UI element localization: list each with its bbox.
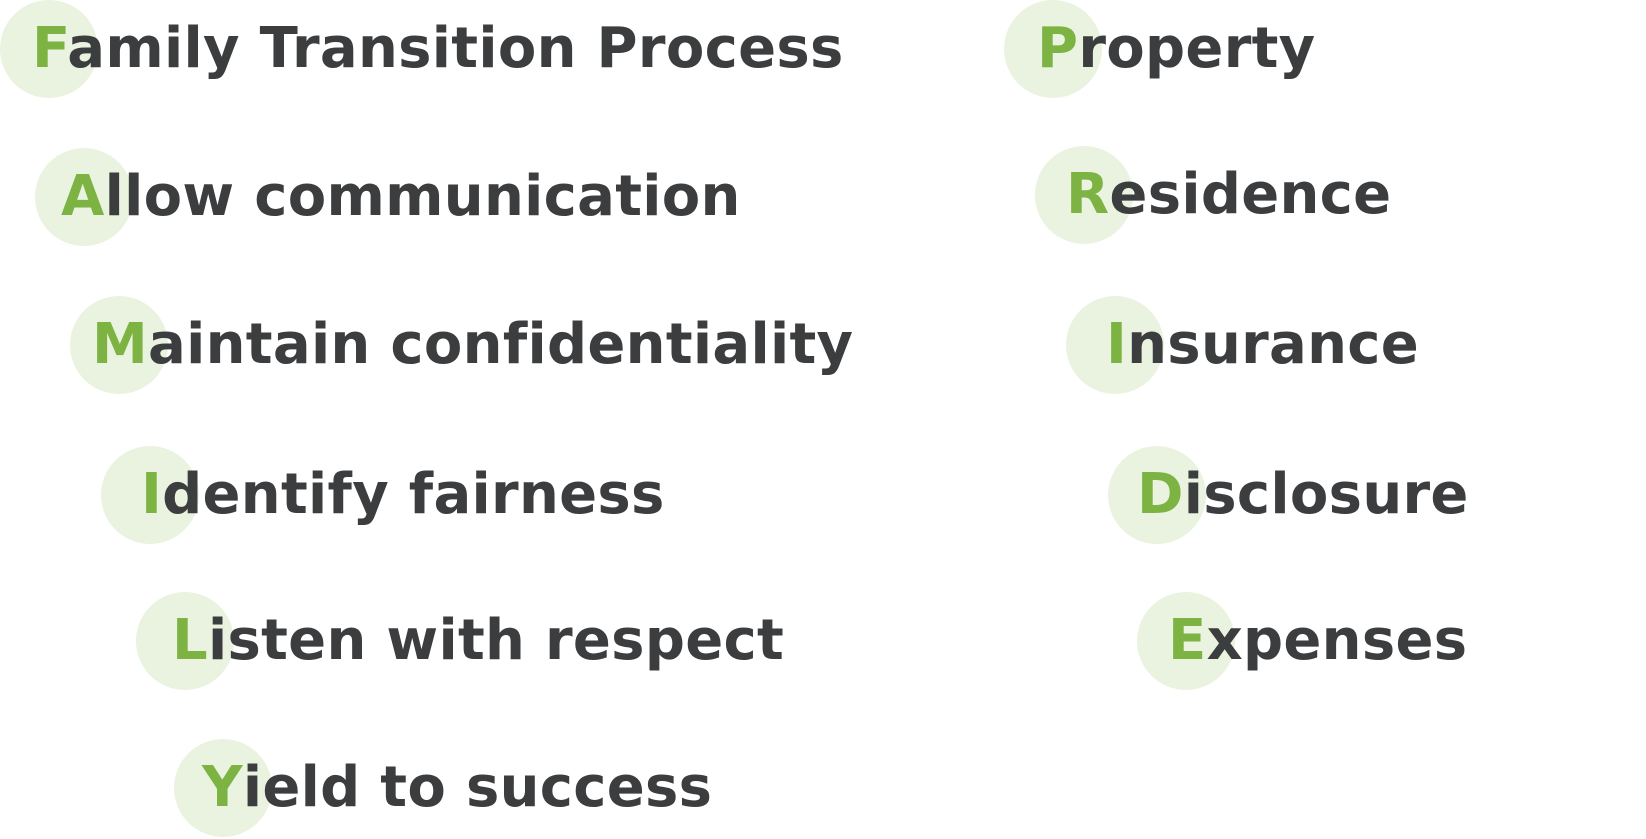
acrostic-initial: L [172, 607, 208, 673]
acrostic-initial: F [32, 15, 68, 81]
letter-circle [0, 0, 98, 98]
letter-circle [1108, 446, 1206, 544]
acrostic-rest: amily Transition Process [67, 15, 844, 81]
acrostic-initial: I [141, 461, 163, 527]
acrostic-initial: M [92, 311, 149, 377]
acrostic-rest: aintain confidentiality [148, 311, 854, 377]
acrostic-word: Family Transition Process [32, 20, 844, 77]
acrostic-word: Expenses [1168, 612, 1467, 669]
acrostic-rest: xpenses [1206, 607, 1468, 673]
acrostic-rest: isclosure [1183, 461, 1469, 527]
letter-circle [101, 446, 199, 544]
acrostic-word: Identify fairness [141, 466, 665, 523]
letter-circle [1137, 592, 1235, 690]
acrostic-word: Allow communication [61, 168, 741, 225]
letter-circle [1035, 146, 1133, 244]
acrostic-word: Property [1037, 20, 1316, 77]
acrostic-initial: R [1066, 161, 1110, 227]
acrostic-initial: A [61, 163, 105, 229]
letter-circle [1004, 0, 1102, 98]
acrostic-initial: I [1106, 311, 1128, 377]
acrostic-rest: isten with respect [207, 607, 785, 673]
acrostic-initial: Y [202, 754, 243, 820]
acrostic-rest: roperty [1078, 15, 1316, 81]
acrostic-word: Disclosure [1137, 466, 1469, 523]
acrostic-rest: ield to success [242, 754, 713, 820]
acrostic-word: Listen with respect [172, 612, 784, 669]
letter-circle [174, 739, 272, 837]
letter-circle [70, 296, 168, 394]
acrostic-word: Residence [1066, 166, 1391, 223]
acrostic-word: Insurance [1106, 316, 1419, 373]
letter-circle [1066, 296, 1164, 394]
acrostic-rest: nsurance [1127, 311, 1420, 377]
acrostic-rest: llow communication [104, 163, 741, 229]
letter-circle [35, 148, 133, 246]
acrostic-rest: esidence [1109, 161, 1392, 227]
acrostic-initial: E [1168, 607, 1207, 673]
acrostic-rest: dentify fairness [162, 461, 665, 527]
acrostic-word: Yield to success [202, 759, 712, 816]
acrostic-word: Maintain confidentiality [92, 316, 853, 373]
acrostic-initial: D [1137, 461, 1184, 527]
acrostic-initial: P [1037, 15, 1079, 81]
letter-circle [136, 592, 234, 690]
